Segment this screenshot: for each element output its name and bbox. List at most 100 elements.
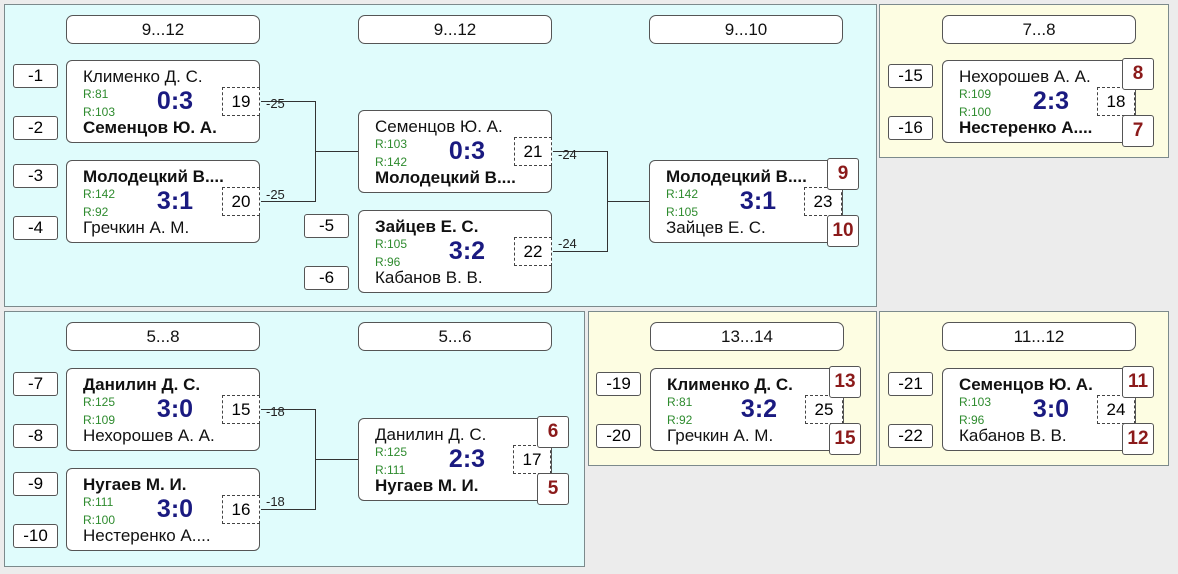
seed-slot: -15 [888,64,933,88]
match-card[interactable]: Зайцев Е. С. R:105 R:96 3:2 22 Кабанов В… [358,210,552,293]
match-card[interactable]: Нугаев М. И. R:111 R:100 3:0 16 Нестерен… [66,468,260,551]
player-rating: R:100 [83,513,116,527]
match-score: 3:2 [448,237,486,265]
place-badge: 13 [829,366,861,398]
player-name: Кабанов В. В. [375,268,483,287]
round-header: 11...12 [942,322,1136,351]
seed-slot: -10 [13,524,58,548]
match-card[interactable]: Нехорошев А. А. R:109 R:100 2:3 18 Несте… [942,60,1136,143]
player-name: Гречкин А. М. [83,218,190,237]
seed-slot: -21 [888,372,933,396]
match-number: 17 [513,445,551,474]
round-header: 13...14 [650,322,844,351]
player-name: Нестеренко А.... [83,526,211,545]
player-name: Гречкин А. М. [667,426,774,445]
loser-destination: -25 [266,96,285,111]
match-card[interactable]: Клименко Д. С. R:81 R:92 3:2 25 Гречкин … [650,368,844,451]
loser-destination: -25 [266,187,285,202]
player-name: Нехорошев А. А. [959,67,1091,86]
player-name: Кабанов В. В. [959,426,1067,445]
bracket-connector [315,151,358,152]
match-score: 3:0 [1032,395,1070,423]
player-name: Нехорошев А. А. [83,426,215,445]
player-rating: R:92 [83,205,109,219]
place-badge: 7 [1122,115,1154,147]
match-score: 0:3 [448,137,486,165]
round-header: 9...10 [649,15,843,44]
seed-slot: -20 [596,424,641,448]
place-badge: 8 [1122,58,1154,90]
place-badge: 10 [827,215,859,247]
match-card[interactable]: Молодецкий В.... R:142 R:105 3:1 23 Зайц… [649,160,843,243]
place-badge: 11 [1122,366,1154,398]
player-name-winner: Данилин Д. С. [83,375,201,394]
round-header: 7...8 [942,15,1136,44]
player-name-winner: Молодецкий В.... [83,167,224,186]
match-card[interactable]: Клименко Д. С. R:81 R:103 0:3 19 Семенцо… [66,60,260,143]
match-card[interactable]: Молодецкий В.... R:142 R:92 3:1 20 Гречк… [66,160,260,243]
player-rating: R:100 [959,105,992,119]
player-name-winner: Нугаев М. И. [375,476,479,495]
player-name-winner: Нестеренко А.... [959,118,1093,137]
match-number: 22 [514,237,552,266]
player-rating: R:103 [83,105,116,119]
seed-slot: -5 [304,214,349,238]
player-name: Клименко Д. С. [83,67,203,86]
bracket-connector [553,251,608,252]
player-rating: R:92 [667,413,693,427]
player-name-winner: Молодецкий В.... [375,168,516,187]
match-number: 23 [804,187,842,216]
place-badge: 6 [537,416,569,448]
seed-slot: -2 [13,116,58,140]
seed-slot: -19 [596,372,641,396]
player-rating: R:81 [667,395,693,409]
round-header: 5...8 [66,322,260,351]
seed-slot: -7 [13,372,58,396]
match-card[interactable]: Данилин Д. С. R:125 R:109 3:0 15 Нехорош… [66,368,260,451]
loser-destination: -24 [558,147,577,162]
seed-slot: -9 [13,472,58,496]
player-rating: R:125 [375,445,408,459]
bracket-connector [261,509,316,510]
player-rating: R:111 [375,463,406,477]
match-card[interactable]: Семенцов Ю. А. R:103 R:96 3:0 24 Кабанов… [942,368,1136,451]
player-name-winner: Семенцов Ю. А. [83,118,217,137]
match-number: 15 [222,395,260,424]
player-rating: R:111 [83,495,114,509]
bracket-panel-7-8: 7...8 -15 -16 Нехорошев А. А. R:109 R:10… [879,4,1169,158]
player-rating: R:103 [375,137,408,151]
player-rating: R:105 [666,205,699,219]
bracket-connector [553,151,608,152]
player-rating: R:96 [375,255,401,269]
match-number: 20 [222,187,260,216]
bracket-connector [261,409,316,410]
player-rating: R:109 [959,87,992,101]
player-name-winner: Нугаев М. И. [83,475,187,494]
player-rating: R:96 [959,413,985,427]
loser-destination: -24 [558,236,577,251]
player-name-winner: Семенцов Ю. А. [959,375,1093,394]
place-badge: 9 [827,158,859,190]
player-rating: R:105 [375,237,408,251]
seed-slot: -1 [13,64,58,88]
match-score: 2:3 [1032,87,1070,115]
loser-destination: -18 [266,404,285,419]
match-score: 0:3 [156,87,194,115]
player-name: Данилин Д. С. [375,425,487,444]
match-card[interactable]: Семенцов Ю. А. R:103 R:142 0:3 21 Молоде… [358,110,552,193]
player-rating: R:142 [666,187,699,201]
match-score: 3:1 [739,187,777,215]
bracket-connector [315,459,358,460]
bracket-connector [607,201,649,202]
seed-slot: -4 [13,216,58,240]
round-header: 5...6 [358,322,552,351]
match-number: 24 [1097,395,1135,424]
seed-slot: -16 [888,116,933,140]
match-number: 18 [1097,87,1135,116]
player-rating: R:103 [959,395,992,409]
match-card[interactable]: Данилин Д. С. R:125 R:111 2:3 17 Нугаев … [358,418,552,501]
match-number: 21 [514,137,552,166]
bracket-panel-9-12: 9...12 9...12 9...10 -1 -2 -3 -4 -5 -6 -… [4,4,877,307]
match-score: 3:2 [740,395,778,423]
seed-slot: -3 [13,164,58,188]
